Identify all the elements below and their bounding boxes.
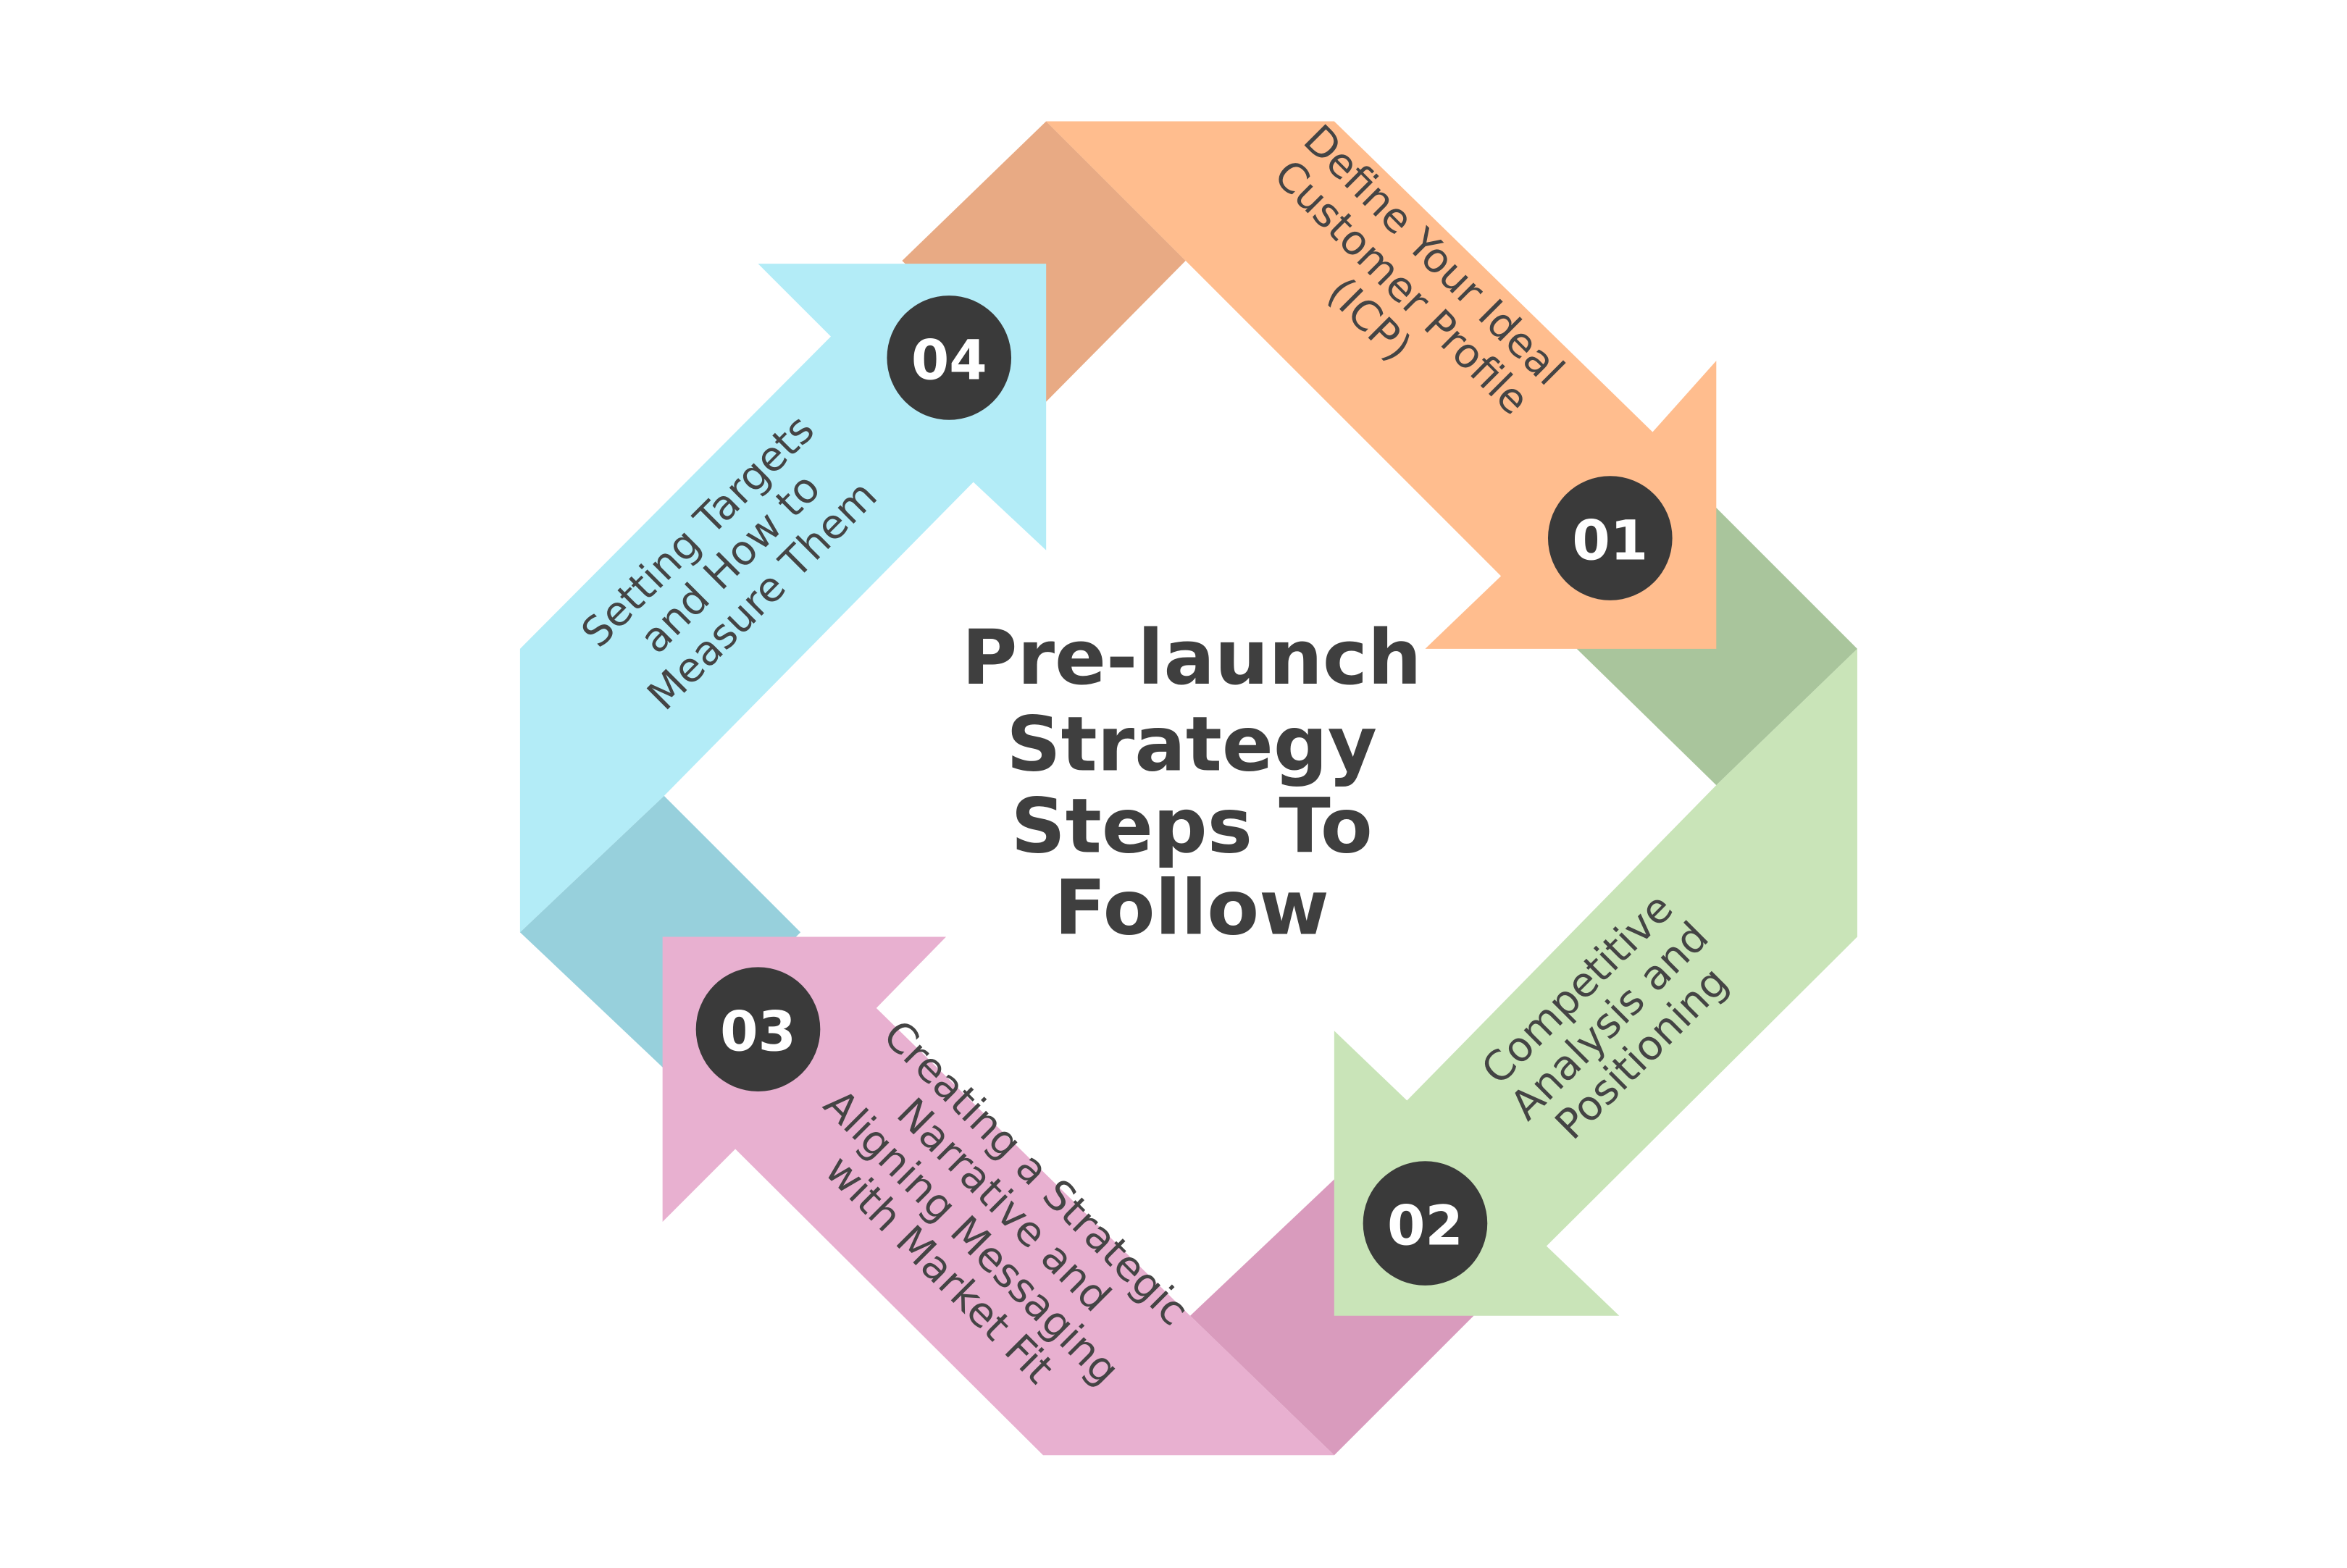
arrow-step-04 [519, 264, 1047, 933]
badge-number-01: 01 [1572, 508, 1648, 572]
center-title: Pre-launch Strategy Steps To Follow [962, 613, 1422, 952]
fold-right [1576, 508, 1857, 786]
arrow-step-03 [662, 936, 1334, 1456]
badge-step-01: 01 [1547, 476, 1673, 600]
title-line-4: Follow [1054, 863, 1329, 952]
badge-number-02: 02 [1387, 1194, 1463, 1257]
title-line-2: Strategy [1006, 700, 1377, 788]
title-line-3: Steps To [1011, 781, 1372, 870]
title-line-1: Pre-launch [962, 613, 1422, 702]
badge-step-02: 02 [1363, 1161, 1488, 1286]
badge-number-04: 04 [911, 328, 987, 392]
arrow-step-01 [1046, 121, 1717, 649]
arrow-step-02 [1334, 648, 1857, 1316]
badge-step-03: 03 [695, 967, 821, 1091]
badge-step-04: 04 [887, 295, 1012, 420]
badge-number-03: 03 [720, 999, 796, 1063]
fold-top [902, 121, 1186, 402]
